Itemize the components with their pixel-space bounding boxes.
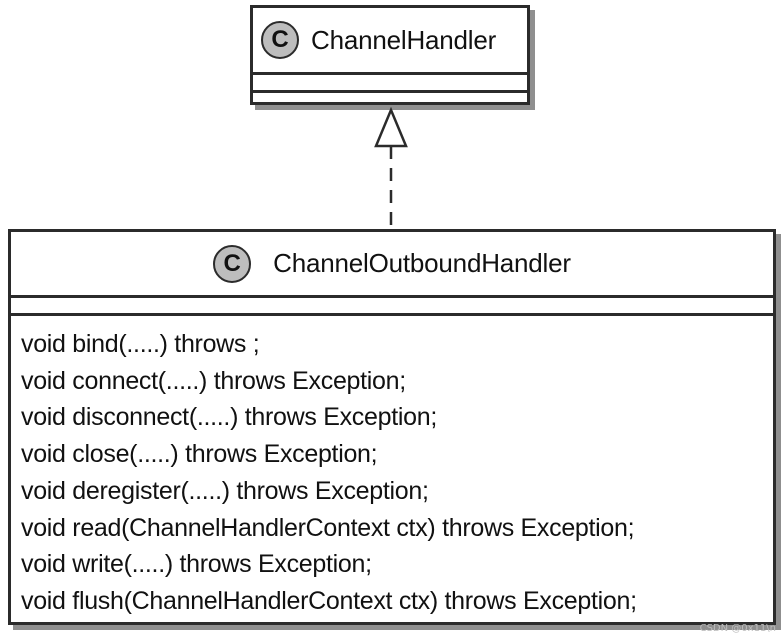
- hollow-arrowhead-icon: [374, 106, 408, 148]
- class-name: ChannelHandler: [311, 24, 497, 55]
- class-name: ChannelOutboundHandler: [273, 248, 571, 278]
- methods-divider: [11, 313, 773, 316]
- method-read: void read(ChannelHandlerContext ctx) thr…: [21, 513, 635, 542]
- class-header: C ChannelHandler: [253, 8, 527, 72]
- attributes-divider: [253, 72, 527, 75]
- class-stereotype-icon: C: [213, 244, 252, 283]
- class-channel-handler: C ChannelHandler: [250, 5, 530, 105]
- method-flush: void flush(ChannelHandlerContext ctx) th…: [21, 586, 637, 615]
- methods-divider: [253, 90, 527, 93]
- class-header: C ChannelOutboundHandler: [11, 232, 773, 295]
- class-stereotype-icon: C: [261, 21, 299, 59]
- method-connect: void connect(.....) throws Exception;: [21, 366, 406, 395]
- method-disconnect: void disconnect(.....) throws Exception;: [21, 403, 437, 432]
- attributes-compartment: [11, 298, 773, 313]
- method-bind: void bind(.....) throws ;: [21, 330, 260, 358]
- watermark: CSDN @0x11\n: [699, 623, 776, 634]
- attributes-divider: [11, 295, 773, 298]
- class-channel-outbound-handler: C ChannelOutboundHandler void bind(.....…: [8, 229, 776, 625]
- method-deregister: void deregister(.....) throws Exception;: [21, 476, 429, 505]
- methods-compartment: void bind(.....) throws ; void connect(.…: [11, 316, 773, 620]
- method-write: void write(.....) throws Exception;: [21, 550, 372, 579]
- attributes-compartment: [253, 75, 527, 90]
- method-close: void close(.....) throws Exception;: [21, 440, 378, 469]
